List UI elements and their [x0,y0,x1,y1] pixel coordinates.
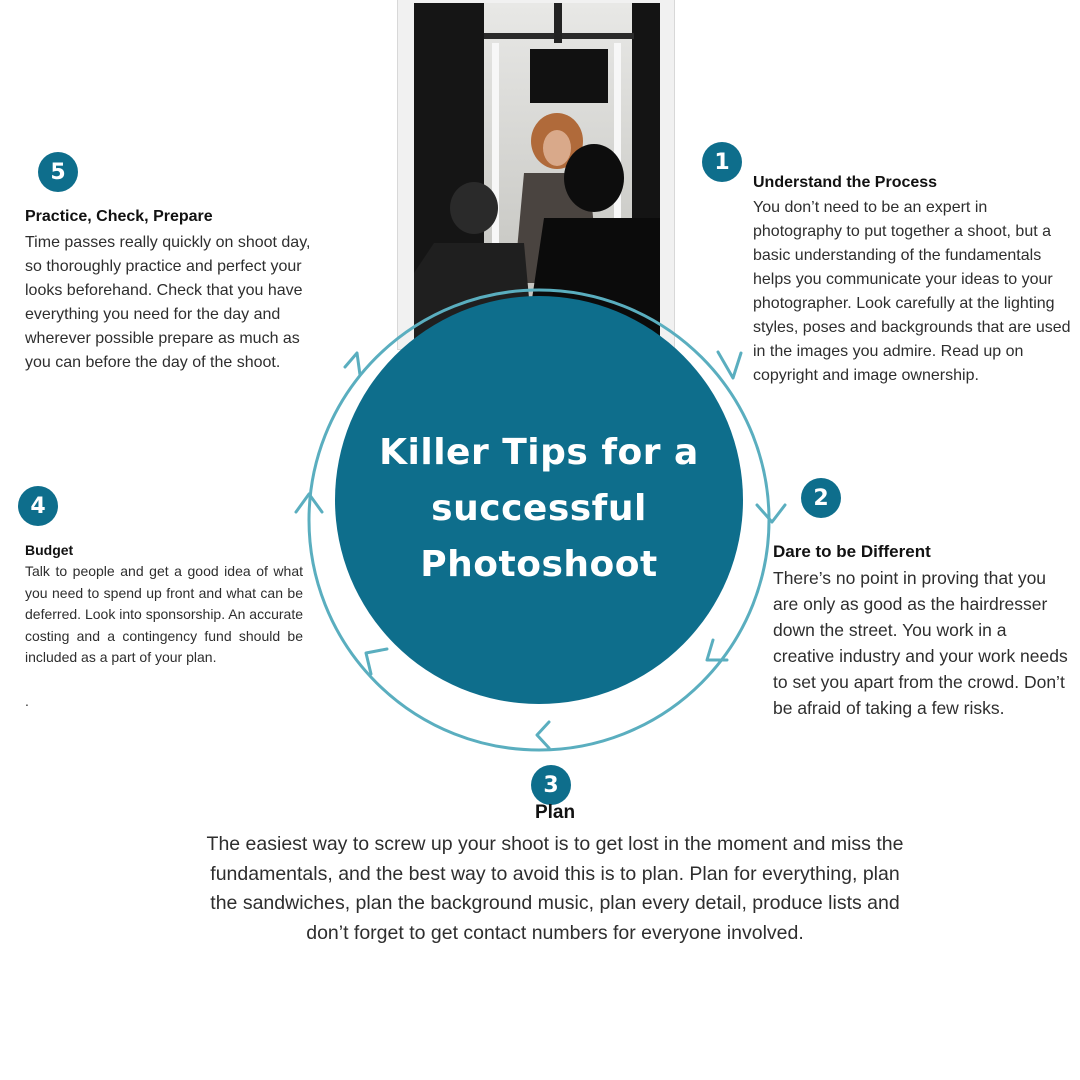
step-badge-1: 1 [702,142,742,182]
step-badge-4: 4 [18,486,58,526]
tip-4-title: Budget [25,542,74,558]
arrow-5-to-1 [343,351,362,377]
tip-1-title: Understand the Process [753,174,938,191]
tip-3-body: The easiest way to screw up your shoot i… [206,833,904,944]
photo-frame [397,0,675,353]
arrow-3-to-4 [535,720,551,750]
tip-2-title: Dare to be Different [773,542,931,561]
studio-photo-illustration [414,3,660,353]
tip-1-body: You don’t need to be an expert in photog… [753,199,1071,384]
tip-3-title: Plan [534,802,576,823]
arrow-1-to-2 [716,350,743,380]
step-badge-3: 3 [531,765,571,805]
tip-5-title: Practice, Check, Prepare [25,208,213,225]
hub-title: Killer Tips for a successful Photoshoot [379,432,699,585]
tip-2-body: There’s no point in proving that you are… [773,568,1068,718]
step-badge-5: 5 [38,152,78,192]
tip-4-body: Talk to people and get a good idea of wh… [25,563,303,665]
arrow-4-to-5 [294,492,324,514]
arrow-4-to-4b [364,647,389,676]
tip-5-body: Time passes really quickly on shoot day,… [25,234,311,371]
arrow-1-to-2b [755,503,787,524]
hub-circle [335,296,743,704]
arrow-2-to-3 [705,638,729,662]
step-badge-2: 2 [801,478,841,518]
tip-4-trailing-dot: . [25,693,29,709]
studio-photo [414,3,660,353]
